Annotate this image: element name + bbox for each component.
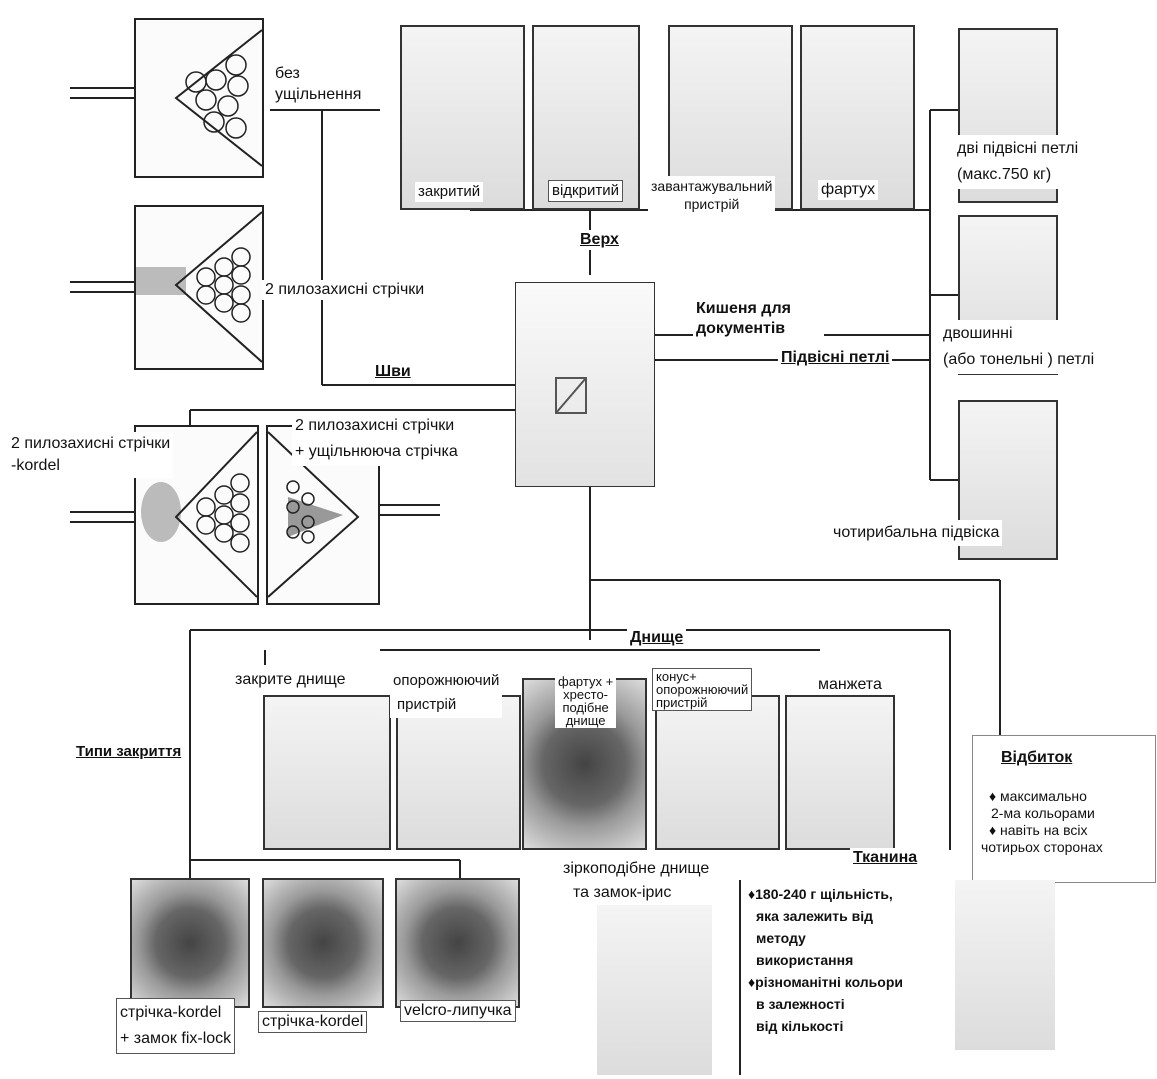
fabric-line2: яка залежить від <box>748 905 948 927</box>
bottom-discharge-photo <box>396 695 521 850</box>
seam-detail-no-seal <box>134 18 264 178</box>
bag-logo-icon <box>516 283 654 486</box>
bottom-cone-photo <box>655 695 780 850</box>
closure-kordel-lock-label: стрічка-kordel + замок fix-lock <box>116 998 235 1054</box>
closure-velcro-photo <box>395 878 520 1008</box>
top-loading-line2: пристрій <box>684 196 739 212</box>
seam-kordel-label: 2 пилозахисні стрічки -kordel <box>8 432 173 478</box>
pocket-heading: Кишеня для документів <box>693 298 824 340</box>
seam-kordel-line2: -kordel <box>11 457 60 474</box>
seam-kordel-line1: 2 пилозахисні стрічки <box>11 435 170 452</box>
print-box: Відбиток ♦ максимально 2-ма кольорами ♦ … <box>972 735 1156 883</box>
top-loading-label: завантажувальний пристрій <box>648 176 775 214</box>
bottom-apron-cross-label: фартух + хресто- подібне днище <box>555 674 616 728</box>
top-closed-label: закритий <box>415 182 483 202</box>
seam-detail-two-tapes <box>134 205 264 370</box>
top-loading-line1: завантажувальний <box>651 178 772 194</box>
fabric-heading: Тканина <box>850 848 920 868</box>
seam-no-seal-line2: ущільнення <box>275 86 361 103</box>
bottom-cone-line3: пристрій <box>656 695 707 710</box>
seam-sealing-line2: + ущільнююча стрічка <box>295 443 458 460</box>
loops-heading: Підвісні петлі <box>778 348 892 368</box>
closures-heading: Типи закриття <box>73 742 184 761</box>
bottom-star-line2: та замок-ірис <box>563 884 671 901</box>
print-line3: ♦ навіть на всіх <box>979 822 1149 839</box>
print-line2: 2-ма кольорами <box>979 805 1149 822</box>
seam-no-seal-label: без ущільнення <box>272 62 364 106</box>
bottom-closed-photo <box>263 695 391 850</box>
top-open-label: відкритий <box>548 180 623 202</box>
closure-kordel-photo <box>262 878 384 1008</box>
print-heading: Відбиток <box>1001 749 1149 766</box>
seam-two-tapes-label: 2 пилозахисні стрічки <box>262 280 427 300</box>
bottom-star-label: зіркоподібне днище та замок-ірис <box>560 856 712 906</box>
closure-kordel-label: стрічка-kordel <box>258 1011 367 1033</box>
closure-velcro-label: velcro-липучка <box>400 1000 516 1022</box>
fabric-box: ♦180-240 г щільність, яка залежить від м… <box>742 880 954 1056</box>
seam-sealing-label: 2 пилозахисні стрічки + ущільнююча стріч… <box>292 412 461 466</box>
print-line1: ♦ максимально <box>979 788 1149 805</box>
seam-sealing-line1: 2 пилозахисні стрічки <box>295 417 454 434</box>
fabric-line5: ♦різноманітні кольори <box>748 971 948 993</box>
seam-no-seal-line1: без <box>275 65 300 82</box>
bottom-cuff-photo <box>785 695 895 850</box>
bottom-cone-label: конус+ опорожнюючий пристрій <box>652 668 752 711</box>
fabric-line4: використання <box>748 949 948 971</box>
closure-kordel-lock-photo <box>130 878 250 1008</box>
fabric-line7: від кількості <box>748 1015 948 1037</box>
bottom-star-photo <box>597 905 712 1075</box>
fabric-line1: ♦180-240 г щільність, <box>748 883 948 905</box>
bottom-closed-label: закрите днище <box>232 670 349 690</box>
bottom-discharge-label: опорожнюючий пристрій <box>390 668 502 718</box>
loops-tunnel-line1: двошинні <box>943 325 1013 342</box>
loops-tunnel-line2: (або тонельні ) петлі <box>943 351 1094 368</box>
loops-two-line2: (макс.750 кг) <box>943 166 1051 183</box>
bottom-discharge-line1: опорожнюючий <box>393 672 499 689</box>
bottom-cuff-label: манжета <box>815 675 885 695</box>
seams-heading: Шви <box>372 362 414 382</box>
fabric-line6: в залежності <box>748 993 948 1015</box>
loops-four-label: чотирибальна підвіска <box>830 520 1002 546</box>
fabric-bag-photo <box>955 880 1055 1050</box>
bottom-heading: Днище <box>627 628 686 648</box>
loops-two-line1: дві підвісні петлі <box>943 140 1078 157</box>
pocket-heading-text: Кишеня для документів <box>696 299 821 339</box>
loops-tunnel-label: двошинні (або тонельні ) петлі <box>940 320 1097 374</box>
bottom-star-line1: зіркоподібне днище <box>563 860 709 877</box>
seam-circles-drawing <box>136 207 262 368</box>
seam-circles-drawing <box>136 20 262 176</box>
bottom-discharge-line2: пристрій <box>393 696 456 713</box>
center-bag-photo <box>515 282 655 487</box>
loops-two-label: дві підвісні петлі (макс.750 кг) <box>940 135 1081 189</box>
fabric-line3: методу <box>748 927 948 949</box>
closure-kordel-lock-line2: + замок fix-lock <box>120 1030 231 1047</box>
closure-kordel-lock-line1: стрічка-kordel <box>120 1004 221 1021</box>
top-heading: Верх <box>577 230 622 250</box>
bottom-apron-cross-line4: днище <box>566 713 606 728</box>
top-apron-label: фартух <box>818 180 878 200</box>
print-line4: чотирьох сторонах <box>979 839 1149 856</box>
